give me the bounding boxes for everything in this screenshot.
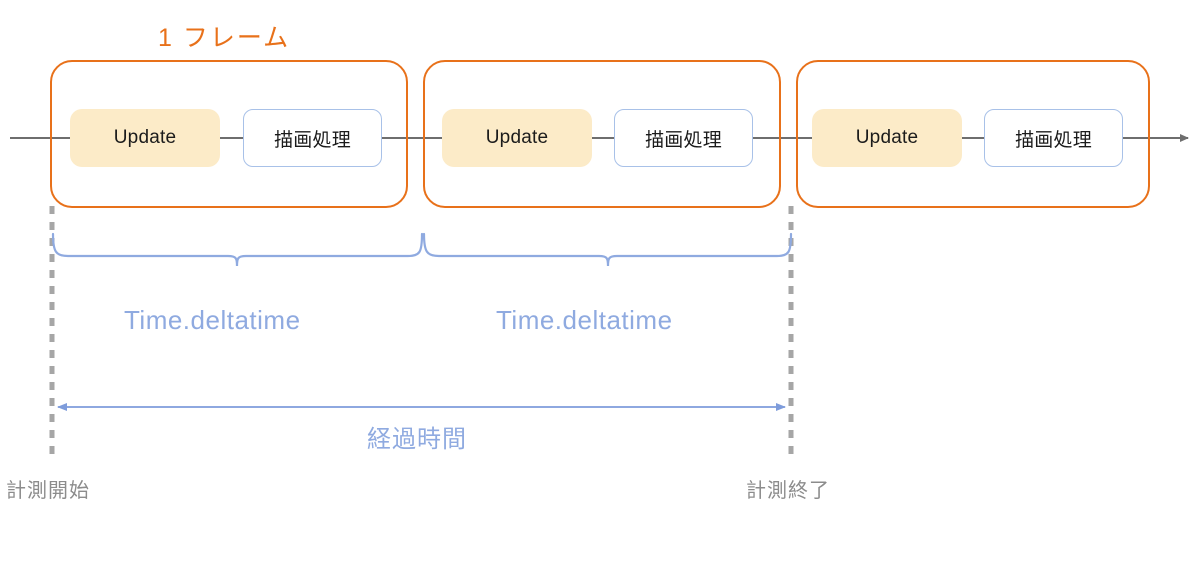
elapsed-time-label: 経過時間 (367, 426, 467, 453)
measure-start-label: 計測開始 (6, 480, 90, 502)
deltatime-label-2: Time.deltatime (496, 305, 673, 335)
update-box-1[interactable]: Update (70, 109, 220, 167)
update-box-3[interactable]: Update (812, 109, 962, 167)
update-box-label: Update (113, 127, 177, 148)
draw-box-label: 描画処理 (645, 129, 722, 151)
measure-end-label: 計測終了 (746, 480, 830, 502)
draw-box-label: 描画処理 (274, 129, 351, 151)
update-box-label: Update (855, 127, 919, 148)
update-box-label: Update (485, 127, 549, 148)
frame-container-1 (50, 60, 408, 208)
draw-box-1[interactable]: 描画処理 (243, 109, 382, 167)
draw-box-2[interactable]: 描画処理 (614, 109, 753, 167)
deltatime-label-1: Time.deltatime (124, 305, 301, 335)
draw-box-label: 描画処理 (1015, 129, 1092, 151)
frame-container-2 (423, 60, 781, 208)
brace-deltatime-2 (422, 232, 793, 267)
update-box-2[interactable]: Update (442, 109, 592, 167)
frame-container-3 (796, 60, 1150, 208)
brace-deltatime-1 (51, 232, 424, 267)
draw-box-3[interactable]: 描画処理 (984, 109, 1123, 167)
frame-title-label: 1 フレーム (158, 24, 291, 52)
